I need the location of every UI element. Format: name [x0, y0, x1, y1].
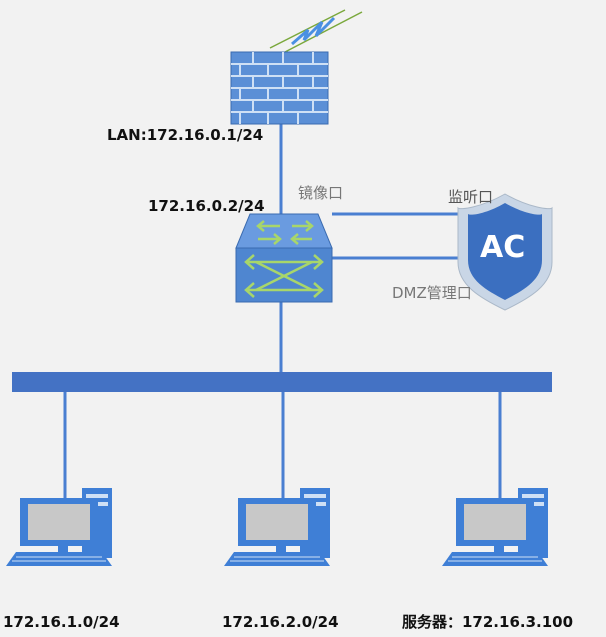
mirror-port-label: 镜像口 [298, 184, 344, 202]
firewall-ip-label: LAN:172.16.0.1/24 [107, 126, 264, 144]
pc2-computer-icon [224, 488, 330, 566]
server-computer-icon [442, 488, 548, 566]
ac-label: AC [480, 230, 526, 265]
firewall-icon [230, 9, 363, 125]
pc1-ip-label: 172.16.1.0/24 [3, 613, 120, 631]
switch-icon [235, 213, 333, 303]
pc1-computer-icon [6, 488, 112, 566]
switch-ip-label: 172.16.0.2/24 [148, 197, 265, 215]
ac-shield-icon [457, 193, 553, 311]
pc2-ip-label: 172.16.2.0/24 [222, 613, 339, 631]
dmz-port-label: DMZ管理口 [392, 284, 472, 302]
listen-port-label: 监听口 [448, 188, 494, 206]
lan-bus-bar [12, 372, 552, 392]
server-ip-label: 服务器：172.16.3.100 [402, 613, 574, 631]
